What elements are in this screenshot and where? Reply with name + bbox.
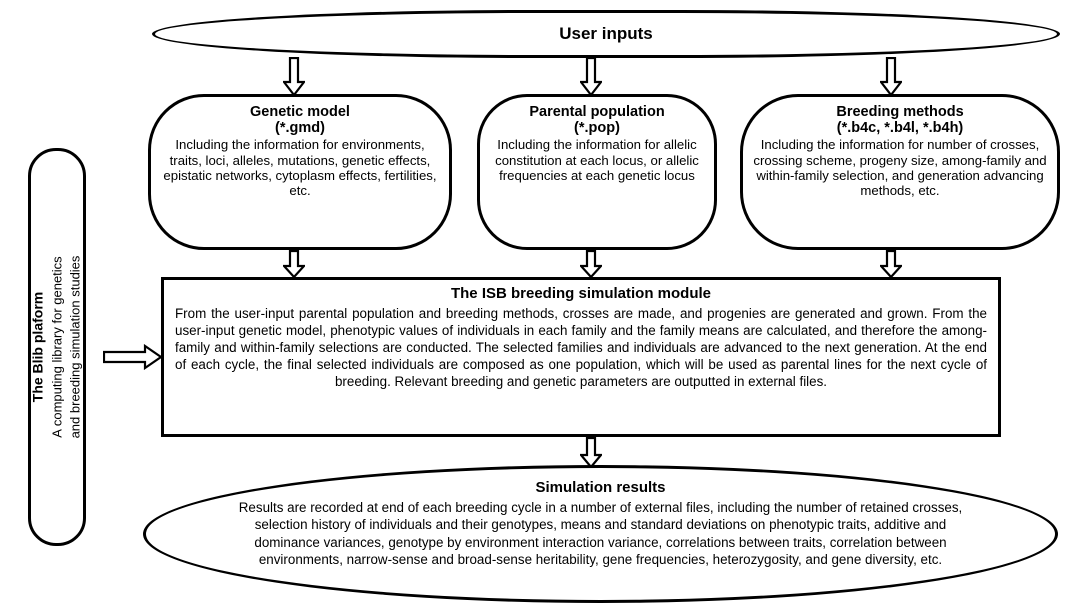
blib-platform-panel: The Blib plaform A computing library for… [28,148,86,546]
simulation-results-body: Results are recorded at end of each bree… [238,499,963,568]
isb-module-title: The ISB breeding simulation module [450,285,712,302]
input-box-breeding-methods: Breeding methods (*.b4c, *.b4l, *.b4h) I… [740,94,1060,250]
user-inputs-label: User inputs [559,24,653,44]
genetic-model-subtitle: (*.gmd) [275,120,325,137]
parental-population-title: Parental population [529,104,665,120]
arrow-userinputs-to-parental-population [580,57,602,97]
arrow-down-icon [283,250,305,279]
input-box-parental-population: Parental population (*.pop) Including th… [477,94,717,250]
breeding-methods-title: Breeding methods [836,104,964,120]
arrow-right-icon [103,344,163,370]
arrow-down-icon [880,57,902,97]
blib-platform-subtitle-line2: and breeding simulation studies [67,255,83,439]
arrow-down-icon [580,57,602,97]
arrow-parental-population-to-module [580,250,602,279]
parental-population-subtitle: (*.pop) [574,120,620,137]
arrow-userinputs-to-breeding-methods [880,57,902,97]
arrow-genetic-model-to-module [283,250,305,279]
arrow-down-icon [580,437,602,469]
arrow-down-icon [880,250,902,279]
arrow-userinputs-to-genetic-model [283,57,305,97]
input-box-genetic-model: Genetic model (*.gmd) Including the info… [148,94,452,250]
parental-population-body: Including the information for allelic co… [495,137,699,184]
blib-platform-subtitle-line1: A computing library for genetics [49,256,65,438]
breeding-methods-body: Including the information for number of … [753,137,1047,199]
isb-module-box: The ISB breeding simulation module From … [161,277,1001,437]
simulation-results-title: Simulation results [535,479,666,496]
genetic-model-body: Including the information for environmen… [163,137,437,199]
arrow-platform-to-module [103,344,163,370]
breeding-methods-subtitle: (*.b4c, *.b4l, *.b4h) [836,120,964,137]
arrow-down-icon [580,250,602,279]
simulation-results-shape: Simulation results Results are recorded … [143,465,1058,603]
isb-module-body: From the user-input parental population … [175,305,987,389]
arrow-breeding-methods-to-module [880,250,902,279]
blib-platform-text-group: The Blib plaform A computing library for… [29,153,83,541]
genetic-model-title: Genetic model [250,104,350,120]
arrow-down-icon [283,57,305,97]
user-inputs-shape: User inputs [152,10,1060,58]
blib-platform-title: The Blib plaform [29,291,46,403]
arrow-module-to-results [580,437,602,469]
